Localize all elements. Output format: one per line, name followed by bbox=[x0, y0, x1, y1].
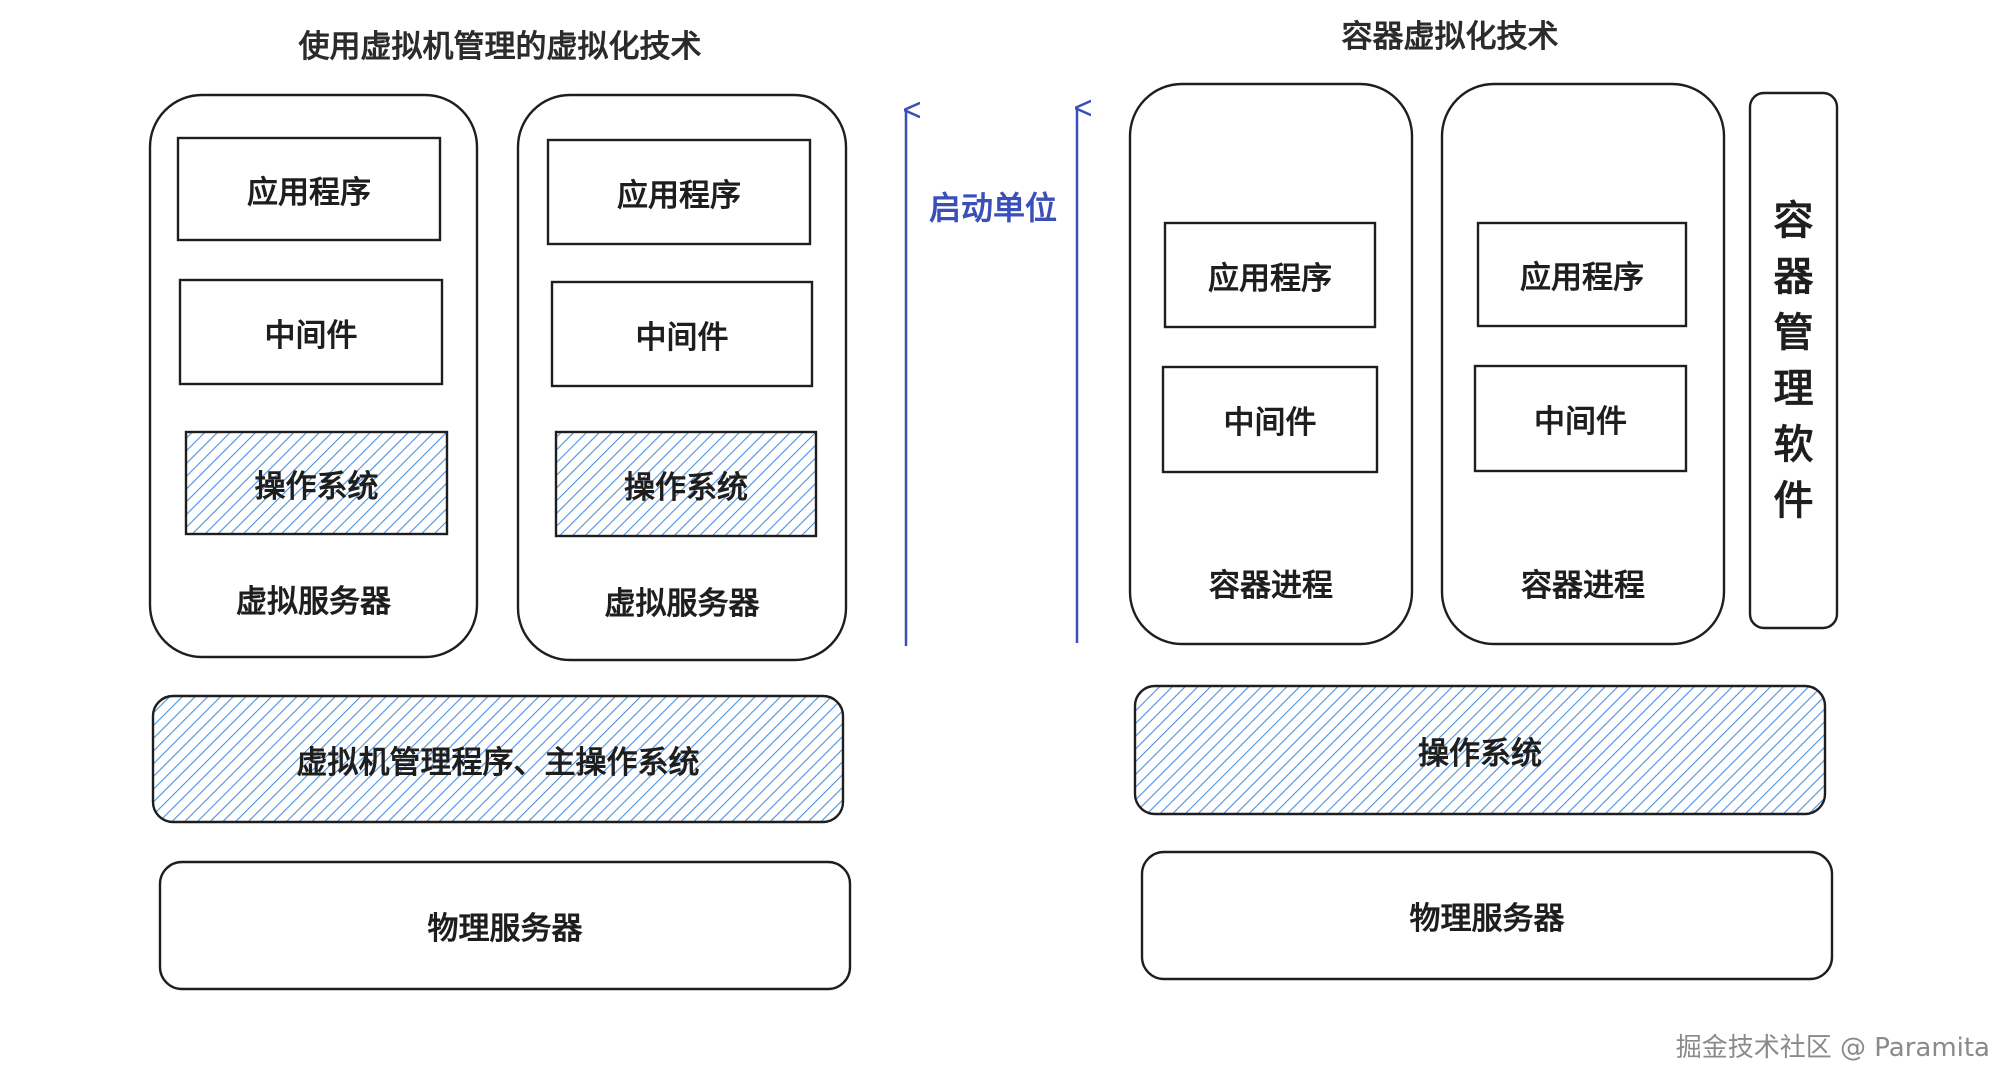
vs2-os-box bbox=[554, 430, 818, 538]
c2-process-label: 容器进程 bbox=[1521, 567, 1645, 604]
vs2-os-label: 操作系统 bbox=[624, 469, 748, 506]
c2-middleware-label: 中间件 bbox=[1534, 404, 1627, 440]
startup-unit-label: 启动单位 bbox=[928, 189, 1057, 227]
vm-physical-server-label: 物理服务器 bbox=[427, 911, 583, 947]
container-manager-char: 管 bbox=[1773, 309, 1814, 356]
c2-middleware-box bbox=[1473, 364, 1688, 473]
vs2-frame-label: 虚拟服务器 bbox=[604, 585, 760, 622]
container-os-bar bbox=[1133, 684, 1827, 816]
vs1-middleware-box bbox=[178, 278, 444, 386]
container-manager-char: 件 bbox=[1773, 477, 1814, 524]
virtual-server-1-frame bbox=[148, 93, 479, 659]
c2-app-box bbox=[1476, 221, 1688, 328]
container-os-label: 操作系统 bbox=[1418, 735, 1542, 772]
container-manager-box bbox=[1748, 91, 1839, 630]
watermark: 掘金技术社区 @ Paramita bbox=[1675, 1032, 1990, 1063]
vs1-app-box bbox=[176, 136, 442, 242]
vs1-frame-label: 虚拟服务器 bbox=[236, 583, 391, 620]
container-manager-char: 理 bbox=[1773, 365, 1814, 412]
vm-section-title: 使用虚拟机管理的虚拟化技术 bbox=[298, 28, 702, 65]
vs1-middleware-label: 中间件 bbox=[264, 317, 358, 354]
container-1-frame bbox=[1128, 82, 1414, 646]
container-manager-char: 容 bbox=[1773, 197, 1814, 244]
c1-middleware-box bbox=[1161, 365, 1379, 474]
vs1-app-label: 应用程序 bbox=[247, 174, 371, 211]
container-section-title: 容器虚拟化技术 bbox=[1341, 18, 1559, 55]
hypervisor-label: 虚拟机管理程序、主操作系统 bbox=[296, 744, 700, 781]
container-manager-char: 软 bbox=[1773, 421, 1814, 468]
container-manager-label: 容器管理软件 bbox=[1750, 93, 1837, 628]
container-manager-char: 器 bbox=[1773, 253, 1814, 300]
container-2-frame bbox=[1440, 82, 1726, 646]
vs2-middleware-label: 中间件 bbox=[635, 319, 729, 356]
vs2-middleware-box bbox=[550, 280, 814, 388]
virtual-server-2-frame bbox=[516, 93, 848, 662]
hypervisor-bar bbox=[151, 694, 845, 824]
c1-app-box bbox=[1163, 221, 1377, 329]
vs1-os-label: 操作系统 bbox=[254, 468, 379, 505]
c1-app-label: 应用程序 bbox=[1208, 260, 1332, 297]
vm-physical-server-box bbox=[158, 860, 852, 991]
container-physical-server-label: 物理服务器 bbox=[1409, 901, 1565, 937]
vs2-app-label: 应用程序 bbox=[617, 177, 741, 214]
container-physical-server-box bbox=[1140, 850, 1834, 981]
c2-app-label: 应用程序 bbox=[1520, 260, 1644, 296]
c1-process-label: 容器进程 bbox=[1209, 567, 1333, 604]
vs2-app-box bbox=[546, 138, 812, 246]
c1-middleware-label: 中间件 bbox=[1223, 405, 1317, 441]
vs1-os-box bbox=[184, 430, 449, 536]
